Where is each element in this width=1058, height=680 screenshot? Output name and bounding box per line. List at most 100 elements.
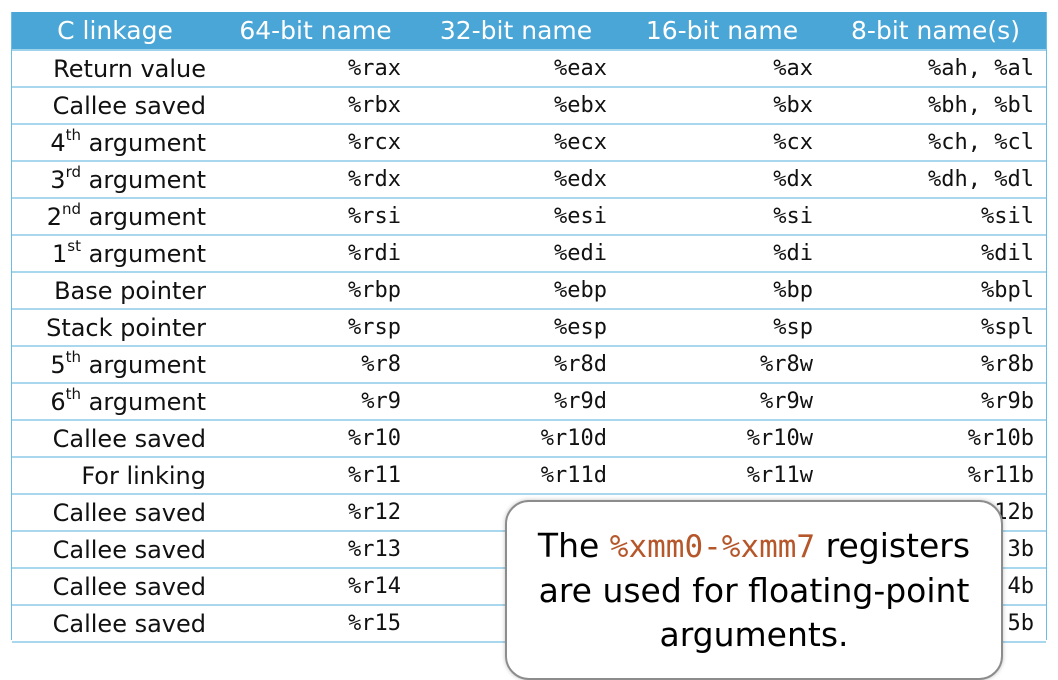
reg-64-bit-cell: %r8 (218, 346, 413, 384)
header-16-bit-name: 16-bit name (619, 12, 825, 51)
c-linkage-text: Stack pointer (46, 313, 206, 342)
c-linkage-text-rest: argument (81, 203, 206, 231)
reg-32-bit-cell: %esp (413, 309, 619, 347)
c-linkage-text: Callee saved (52, 498, 206, 527)
c-linkage-text: 6 (50, 388, 66, 416)
table-row: 6th argument%r9%r9d%r9w%r9b (12, 383, 1046, 421)
ordinal-suffix: rd (65, 163, 81, 181)
ordinal-suffix: th (65, 126, 81, 144)
c-linkage-text: 4 (50, 129, 66, 157)
reg-16-bit-cell: %bp (619, 272, 825, 310)
reg-16-bit-cell: %r8w (619, 346, 825, 384)
reg-8-bit-cell: %dh, %dl (825, 161, 1046, 199)
c-linkage-cell: 5th argument (12, 346, 218, 384)
ordinal-suffix: st (67, 237, 81, 255)
c-linkage-text: Callee saved (52, 609, 206, 638)
reg-64-bit-cell: %rdi (218, 235, 413, 273)
c-linkage-cell: 3rd argument (12, 161, 218, 199)
c-linkage-cell: Callee saved (12, 87, 218, 125)
reg-64-bit-cell: %rax (218, 50, 413, 88)
c-linkage-text-rest: argument (81, 166, 206, 194)
c-linkage-cell: 4th argument (12, 124, 218, 162)
ordinal-suffix: th (65, 348, 81, 366)
c-linkage-text-rest: argument (81, 129, 206, 157)
reg-8-bit-cell: %r8b (825, 346, 1046, 384)
c-linkage-text: 1 (52, 240, 68, 268)
c-linkage-cell: Callee saved (12, 568, 218, 606)
reg-64-bit-cell: %rsi (218, 198, 413, 236)
header-32-bit-name: 32-bit name (413, 12, 619, 51)
table-left-border (11, 12, 12, 640)
reg-16-bit-cell: %r10w (619, 420, 825, 458)
c-linkage-cell: 1st argument (12, 235, 218, 273)
c-linkage-cell: Callee saved (12, 420, 218, 458)
table-row: Callee saved%rbx%ebx%bx%bh, %bl (12, 87, 1046, 125)
reg-16-bit-cell: %bx (619, 87, 825, 125)
c-linkage-cell: Callee saved (12, 605, 218, 643)
reg-8-bit-cell: %bpl (825, 272, 1046, 310)
reg-16-bit-cell: %ax (619, 50, 825, 88)
table-row: 3rd argument%rdx%edx%dx%dh, %dl (12, 161, 1046, 199)
c-linkage-text: Callee saved (52, 91, 206, 120)
reg-8-bit-cell: %dil (825, 235, 1046, 273)
reg-8-bit-cell: %ah, %al (825, 50, 1046, 88)
reg-32-bit-cell: %eax (413, 50, 619, 88)
reg-32-bit-cell: %r8d (413, 346, 619, 384)
table-row: 4th argument%rcx%ecx%cx%ch, %cl (12, 124, 1046, 162)
reg-32-bit-cell: %r11d (413, 457, 619, 495)
reg-64-bit-cell: %r12 (218, 494, 413, 532)
reg-64-bit-cell: %rdx (218, 161, 413, 199)
c-linkage-text: Callee saved (52, 424, 206, 453)
reg-16-bit-cell: %di (619, 235, 825, 273)
c-linkage-text: 5 (50, 351, 66, 379)
c-linkage-cell: Callee saved (12, 531, 218, 569)
table-row: Return value%rax%eax%ax%ah, %al (12, 50, 1046, 88)
reg-16-bit-cell: %cx (619, 124, 825, 162)
reg-64-bit-cell: %rsp (218, 309, 413, 347)
table-row: 2nd argument%rsi%esi%si%sil (12, 198, 1046, 236)
reg-64-bit-cell: %rbp (218, 272, 413, 310)
reg-32-bit-cell: %r9d (413, 383, 619, 421)
reg-64-bit-cell: %r10 (218, 420, 413, 458)
reg-32-bit-cell: %esi (413, 198, 619, 236)
reg-8-bit-cell: %ch, %cl (825, 124, 1046, 162)
reg-64-bit-cell: %r9 (218, 383, 413, 421)
reg-16-bit-cell: %dx (619, 161, 825, 199)
header-row: C linkage 64-bit name 32-bit name 16-bit… (12, 12, 1046, 51)
reg-64-bit-cell: %r13 (218, 531, 413, 569)
reg-64-bit-cell: %r11 (218, 457, 413, 495)
header-8-bit-names: 8-bit name(s) (825, 12, 1046, 51)
c-linkage-cell: Stack pointer (12, 309, 218, 347)
table-row: 1st argument%rdi%edi%di%dil (12, 235, 1046, 273)
reg-32-bit-cell: %ebp (413, 272, 619, 310)
c-linkage-text: 2 (46, 203, 62, 231)
table-right-border (1046, 12, 1047, 640)
c-linkage-text: Callee saved (52, 572, 206, 601)
header-64-bit-name: 64-bit name (218, 12, 413, 51)
reg-64-bit-cell: %rcx (218, 124, 413, 162)
c-linkage-cell: 6th argument (12, 383, 218, 421)
header-c-linkage: C linkage (12, 12, 218, 51)
ordinal-suffix: th (65, 385, 81, 403)
c-linkage-text-rest: argument (81, 388, 206, 416)
reg-8-bit-cell: %spl (825, 309, 1046, 347)
register-table: C linkage 64-bit name 32-bit name 16-bit… (12, 12, 1046, 643)
c-linkage-text: 3 (50, 166, 66, 194)
c-linkage-cell: Return value (12, 50, 218, 88)
table-row: For linking%r11%r11d%r11w%r11b (12, 457, 1046, 495)
reg-32-bit-cell: %ecx (413, 124, 619, 162)
table-row: Stack pointer %rsp%esp%sp%spl (12, 309, 1046, 347)
c-linkage-text-rest: argument (81, 351, 206, 379)
c-linkage-text: Base pointer (54, 276, 206, 305)
reg-32-bit-cell: %r10d (413, 420, 619, 458)
table-row: 5th argument%r8%r8d%r8w%r8b (12, 346, 1046, 384)
reg-8-bit-cell: %sil (825, 198, 1046, 236)
c-linkage-cell: 2nd argument (12, 198, 218, 236)
reg-16-bit-cell: %r11w (619, 457, 825, 495)
c-linkage-cell: For linking (12, 457, 218, 495)
reg-32-bit-cell: %edi (413, 235, 619, 273)
reg-8-bit-cell: %r11b (825, 457, 1046, 495)
reg-16-bit-cell: %sp (619, 309, 825, 347)
reg-16-bit-cell: %si (619, 198, 825, 236)
ordinal-suffix: nd (61, 200, 81, 218)
